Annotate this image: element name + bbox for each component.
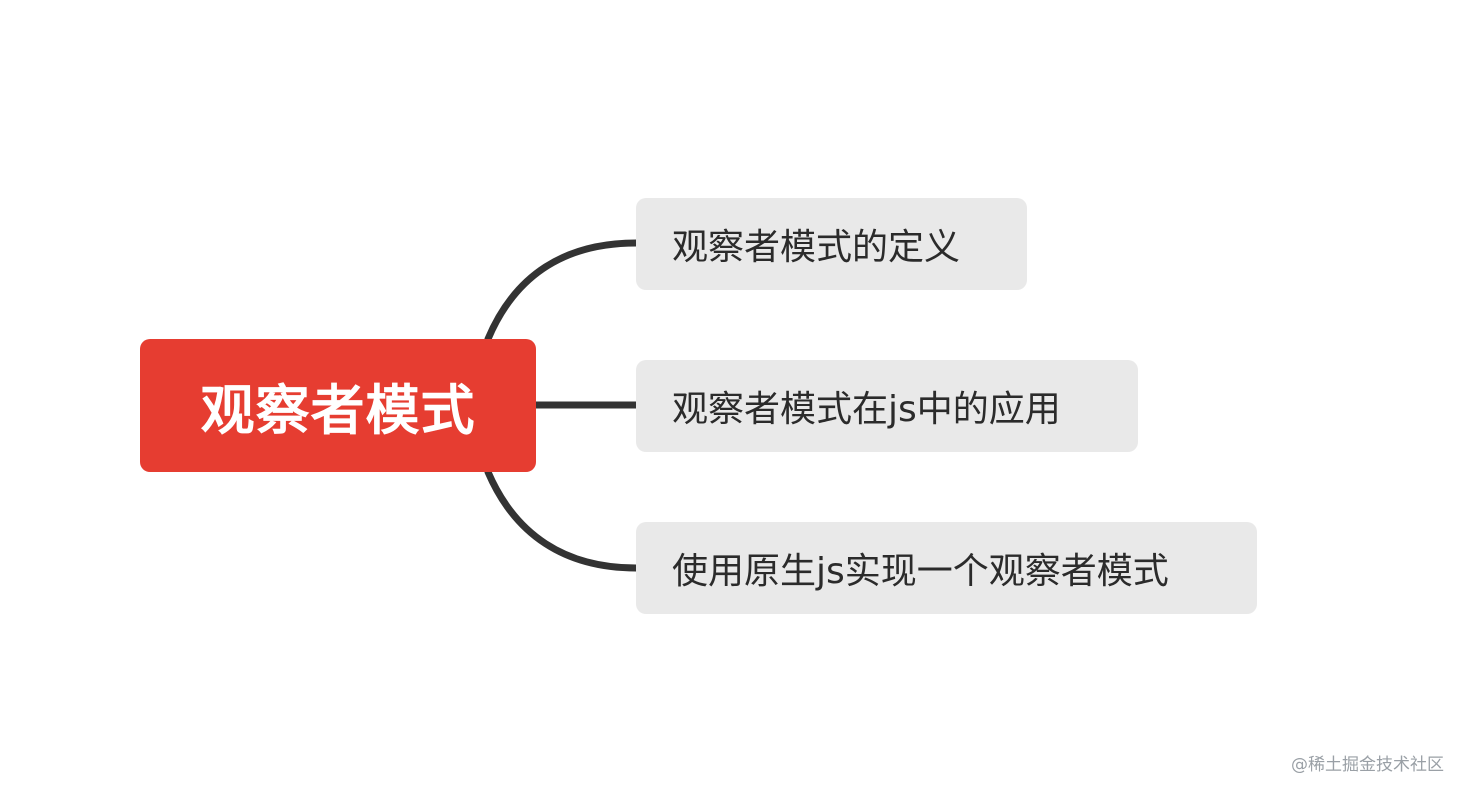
connector-to-child-3 bbox=[484, 468, 640, 572]
subtopic-node-js-application[interactable]: 观察者模式在js中的应用 bbox=[636, 360, 1138, 452]
subtopic-label: 使用原生js实现一个观察者模式 bbox=[672, 551, 1169, 592]
root-topic-label: 观察者模式 bbox=[200, 379, 476, 442]
subtopic-label: 观察者模式的定义 bbox=[672, 227, 961, 268]
subtopic-node-native-implementation[interactable]: 使用原生js实现一个观察者模式 bbox=[636, 522, 1257, 614]
connector-to-child-1 bbox=[484, 239, 640, 343]
subtopic-node-definition[interactable]: 观察者模式的定义 bbox=[636, 198, 1027, 290]
root-topic-node[interactable]: 观察者模式 bbox=[140, 339, 536, 472]
subtopic-label: 观察者模式在js中的应用 bbox=[672, 389, 1061, 430]
watermark: @稀土掘金技术社区 bbox=[1291, 755, 1444, 775]
